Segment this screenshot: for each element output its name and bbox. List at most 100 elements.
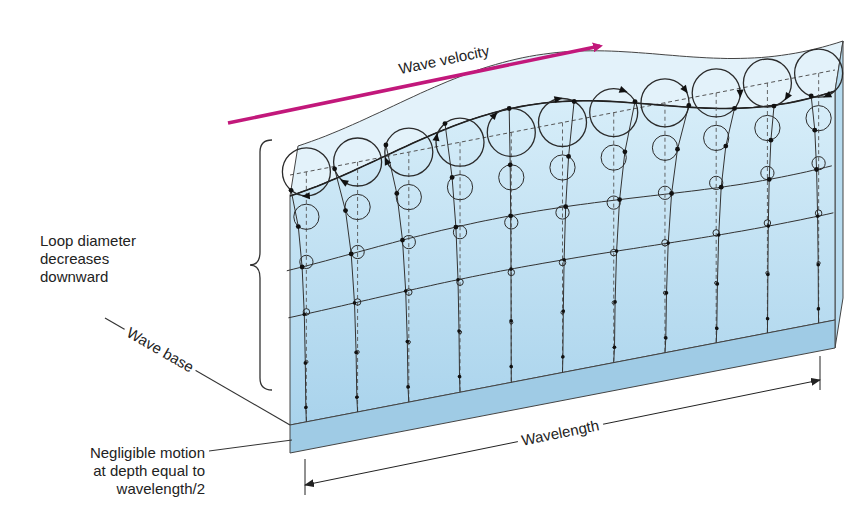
orbit-loop (294, 204, 319, 229)
orbit-loop (402, 235, 415, 248)
water-particle (406, 340, 410, 344)
particle-line (335, 169, 358, 412)
particle-line (291, 190, 306, 422)
water-particle (814, 167, 819, 172)
water-particle (354, 351, 358, 355)
mean-vertical-line (408, 152, 409, 402)
dimension-tick (820, 356, 821, 390)
water-particle (686, 103, 691, 108)
water-particle (507, 106, 512, 111)
water-particle (715, 327, 719, 331)
water-particle (400, 238, 405, 243)
orbit-arrowhead (785, 92, 792, 101)
orbit-arrowhead (737, 90, 744, 98)
water-particle (304, 406, 308, 410)
orbit-loop (300, 255, 313, 268)
water-particle (289, 188, 294, 193)
orbit-loop (345, 194, 370, 219)
water-particle (767, 177, 772, 182)
water-particle (456, 278, 460, 282)
orbit-loop (641, 79, 689, 127)
orbit-loop (453, 226, 466, 239)
orbit-arrowhead (385, 157, 392, 166)
wavelength-label: Wavelength (516, 416, 605, 451)
particle-line (811, 96, 818, 323)
leader-line (209, 440, 292, 451)
orbit-arrowhead (619, 86, 628, 93)
mean-vertical-line (716, 93, 717, 343)
orbit-loop (282, 148, 330, 196)
water-particle (454, 225, 459, 230)
water-particle (563, 204, 568, 209)
water-particle (332, 166, 337, 171)
water-particle (509, 365, 513, 369)
dimension-tick (305, 459, 306, 495)
water-particle (508, 162, 513, 167)
particle-line (614, 102, 635, 363)
water-particle (767, 224, 771, 228)
water-particle (666, 241, 670, 245)
orbit-loop (692, 69, 740, 117)
orbit-loop (743, 59, 791, 107)
orbit-loop (795, 49, 843, 97)
curly-brace (250, 140, 272, 390)
water-particle (613, 300, 617, 304)
water-particle (394, 191, 399, 196)
water-particle (717, 233, 721, 237)
orbit-loop (601, 145, 626, 170)
particle-line (445, 124, 460, 393)
orbit-loop (539, 99, 587, 147)
water-particle (812, 128, 817, 133)
orbit-arrowhead (490, 112, 498, 120)
water-particle (766, 317, 770, 321)
water-particle (732, 106, 737, 111)
water-particle (343, 208, 348, 213)
water-particle (769, 138, 774, 143)
particle-line (509, 109, 511, 383)
orbit-loop (396, 184, 421, 209)
water-particle (617, 197, 622, 202)
water-particle (716, 282, 720, 286)
orbit-arrowhead (823, 91, 832, 98)
orbit-loop (550, 155, 575, 180)
water-particle (296, 224, 301, 229)
water-particle (772, 104, 777, 109)
orbit-loop (652, 135, 677, 160)
water-particle (450, 175, 455, 180)
water-particle (633, 99, 638, 104)
water-particle (404, 289, 408, 293)
water-particle (615, 249, 619, 253)
orbit-loop (447, 175, 472, 200)
orbit-loop (436, 118, 484, 166)
mean-vertical-line (357, 162, 358, 412)
orbit-loop (590, 89, 638, 137)
water-particle (665, 291, 669, 295)
orbit-loop (755, 115, 780, 140)
orbit-arrowhead (302, 192, 310, 199)
water-particle (353, 301, 357, 305)
water-particle (509, 267, 513, 271)
block-side-face (835, 41, 843, 348)
water-particle (509, 319, 513, 323)
water-particle (508, 213, 513, 218)
water-particle (809, 94, 814, 99)
water-particle (349, 252, 354, 257)
water-particle (561, 355, 565, 359)
wavelength-dimension (305, 380, 820, 485)
orbit-arrowhead (554, 96, 563, 103)
water-particle (566, 154, 571, 159)
water-particle (817, 307, 821, 311)
water-particle (719, 185, 724, 190)
orbit-loop (334, 138, 382, 186)
orbit-arrowhead (433, 133, 440, 141)
water-particle (303, 313, 307, 317)
water-block (282, 41, 843, 453)
mean-vertical-line (664, 103, 665, 353)
water-particle (458, 375, 462, 379)
water-particle (562, 309, 566, 313)
water-particle (572, 99, 577, 104)
orbit-loop (487, 108, 535, 156)
orbit-loop (710, 176, 723, 189)
orbit-arrowhead (680, 85, 688, 94)
water-particle (623, 149, 628, 154)
